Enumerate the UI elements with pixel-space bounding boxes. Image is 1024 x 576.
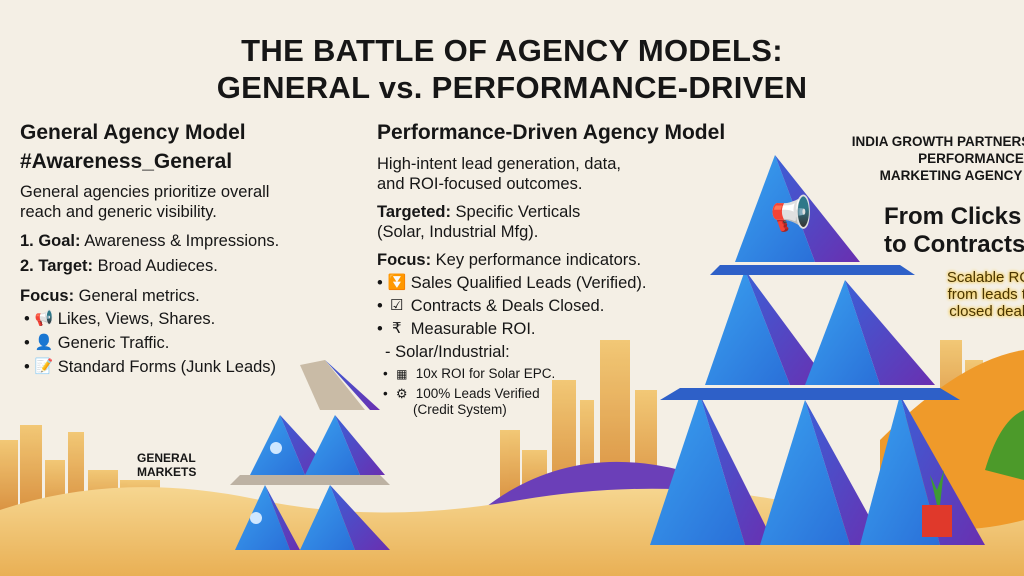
description-line: and ROI-focused outcomes. (377, 175, 583, 193)
bullet-text-line2: (Credit System) (413, 402, 507, 417)
large-card-pyramid: 📢 (650, 155, 985, 545)
targeted-line2: (Solar, Industrial Mfg). (377, 223, 539, 241)
checkbox-icon: ☑ (390, 297, 404, 314)
form-icon: 📝 (34, 358, 54, 375)
general-focus: Focus: General metrics. (20, 286, 279, 306)
title-line-2: GENERAL vs. PERFORMANCE-DRIVEN (216, 70, 808, 105)
list-item: • ₹Measurable ROI. (377, 320, 536, 338)
svg-text:📢: 📢 (770, 194, 812, 234)
targeted-text: Specific Verticals (450, 203, 581, 221)
focus-label: Focus: (377, 251, 432, 269)
list-item: • ⏬Sales Qualified Leads (Verified). (377, 274, 647, 292)
funnel-icon: ⏬ (387, 274, 407, 291)
bullet-text: Contracts & Deals Closed. (410, 297, 605, 315)
tagline-line: from leads to (947, 286, 1024, 303)
goal-text: Awareness & Impressions. (80, 232, 280, 250)
description-line: General agencies prioritize overall (20, 183, 270, 201)
performance-focus: Focus: Key performance indicators. (377, 250, 725, 270)
bullet-text: Sales Qualified Leads (Verified). (410, 274, 647, 292)
list-item: • 📢Likes, Views, Shares. (24, 310, 216, 328)
target-text: Broad Audieces. (93, 257, 218, 275)
brand-headline: From Clicks to Contracts (884, 203, 1024, 259)
brand-tagline: Scalable ROI from leads to closed deals (926, 269, 1024, 320)
performance-description: High-intent lead generation, data, and R… (377, 154, 725, 194)
description-line: High-intent lead generation, data, (377, 155, 622, 173)
page-title: THE BATTLE OF AGENCY MODELS: GENERAL vs.… (0, 32, 1024, 106)
gear-icon: ⚙ (395, 386, 408, 401)
targeted-label: Targeted: (377, 203, 451, 221)
sub-heading: - Solar/Industrial: (385, 343, 510, 361)
potted-plant (922, 470, 952, 537)
solar-panel-icon: ▦ (396, 367, 408, 381)
focus-label: Focus: (20, 287, 75, 305)
general-markets-label: GENERAL MARKETS (137, 451, 196, 479)
rupee-up-icon: ₹ (392, 320, 402, 337)
headline-line: to Contracts (884, 231, 1024, 258)
performance-heading: Performance-Driven Agency Model (377, 121, 726, 144)
goal-label: 1. Goal: (20, 232, 81, 250)
bullet-text: 100% Leads Verified (415, 386, 540, 401)
performance-agency-section: Performance-Driven Agency Model High-int… (377, 120, 725, 418)
brand-line: INDIA GROWTH PARTNERS (851, 134, 1024, 149)
list-item: • ⚙100% Leads Verified (383, 386, 540, 401)
general-heading: General Agency Model (20, 121, 246, 144)
title-line-1: THE BATTLE OF AGENCY MODELS: (241, 33, 783, 68)
general-description: General agencies prioritize overall reac… (20, 182, 279, 222)
green-leaves (985, 410, 1024, 480)
general-target: 2. Target: Broad Audieces. (20, 256, 279, 276)
headline-line: From Clicks (884, 203, 1022, 230)
focus-text: General metrics. (74, 287, 200, 305)
list-item: • ☑Contracts & Deals Closed. (377, 297, 605, 315)
focus-text: Key performance indicators. (431, 251, 642, 269)
tagline-line: closed deals (949, 303, 1024, 320)
general-goal: 1. Goal: Awareness & Impressions. (20, 231, 279, 251)
general-hashtag: #Awareness_General (20, 150, 233, 173)
brand-line: MARKETING AGENCY (879, 168, 1023, 183)
list-item: • 👤Generic Traffic. (24, 334, 170, 352)
tagline-line: Scalable ROI (946, 269, 1024, 286)
list-item: • ▦10x ROI for Solar EPC. (383, 366, 556, 381)
bullet-text: Standard Forms (Junk Leads) (57, 358, 277, 376)
list-item: • 📝Standard Forms (Junk Leads) (24, 358, 277, 376)
bullet-text: Measurable ROI. (410, 320, 536, 338)
description-line: reach and generic visibility. (20, 203, 217, 221)
bullet-text: Likes, Views, Shares. (57, 310, 216, 328)
brand-line: PERFORMANCE (918, 151, 1024, 166)
brand-name: INDIA GROWTH PARTNERS PERFORMANCE MARKET… (826, 133, 1024, 184)
megaphone-icon: 📢 (34, 310, 54, 327)
bullet-text: 10x ROI for Solar EPC. (415, 366, 556, 381)
small-card-pyramid (230, 360, 390, 550)
performance-targeted: Targeted: Specific Verticals (Solar, Ind… (377, 202, 725, 242)
person-icon: 👤 (34, 334, 54, 351)
label-line: GENERAL (137, 451, 196, 465)
bullet-text: Generic Traffic. (57, 334, 170, 352)
target-label: 2. Target: (20, 257, 94, 275)
general-agency-section: General Agency Model #Awareness_General … (20, 120, 279, 377)
label-line: MARKETS (137, 465, 197, 479)
